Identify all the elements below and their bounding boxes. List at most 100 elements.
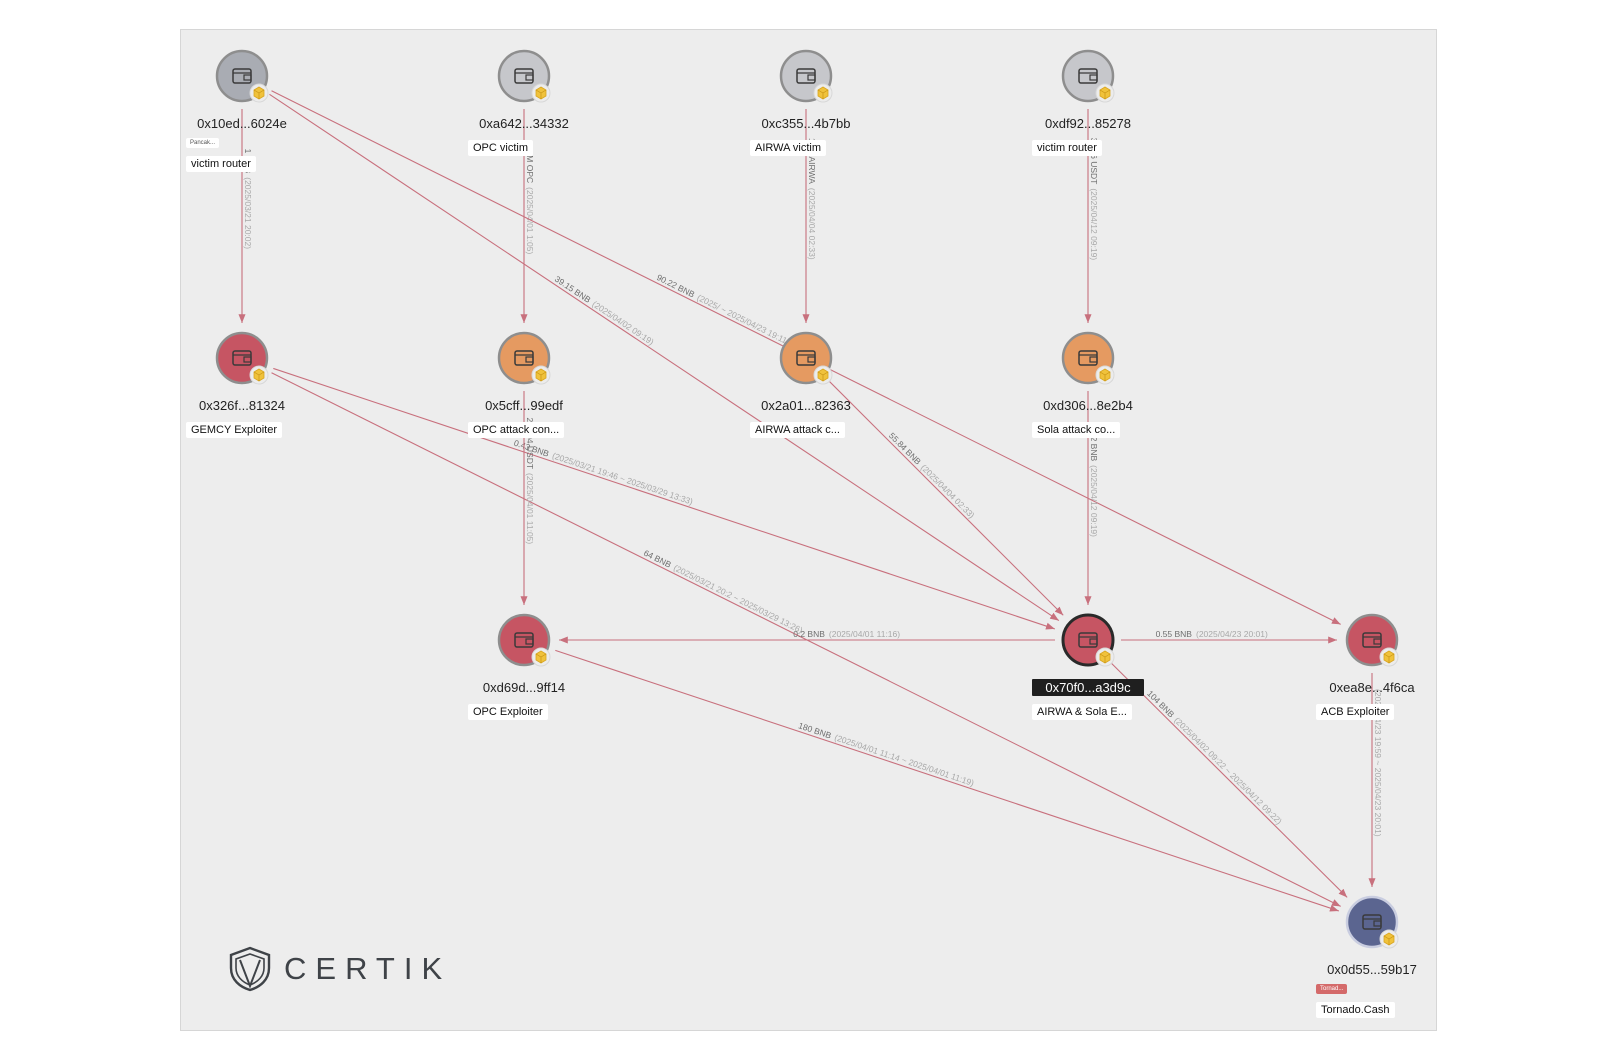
edge-n10-n12[interactable]: 104 BNB(2025/04/02 09:22 ~ 2025/04/12 09… <box>1111 662 1348 898</box>
node-n12[interactable]: 0x0d55...59b17 <box>1327 895 1417 977</box>
edge-date: (2025/04/02 09:19) <box>590 299 655 347</box>
edge-date: (2025/03/21 19:46 ~ 2025/03/29 13:33) <box>551 450 694 506</box>
edge-amount: 8.92 BNB <box>1089 425 1099 462</box>
edge-amount: 239.04 USDT <box>525 418 535 470</box>
edge-label: 0.55 BNB(2025/04/23 20:01) <box>1156 629 1268 639</box>
node-n5[interactable]: 0x326f...81324 <box>199 331 285 413</box>
node-address: 0x10ed...6024e <box>197 116 287 131</box>
edge-n7-n10[interactable]: 55.84 BNB(2025/04/04 02:33) <box>828 380 1064 616</box>
edge-amount: 1.83 AIRWA <box>807 138 817 184</box>
node-n8[interactable]: 0xd306...8e2b4 <box>1043 331 1133 413</box>
node-label: Tornado.Cash <box>1316 1002 1395 1018</box>
wallet-icon <box>1362 914 1382 930</box>
node-n6[interactable]: 0x5cff...99edf <box>485 331 563 413</box>
node-address: 0x5cff...99edf <box>485 398 563 413</box>
wallet-icon <box>1078 350 1098 366</box>
node-n9[interactable]: 0xd69d...9ff14 <box>483 613 565 695</box>
bnb-chain-icon <box>249 365 269 385</box>
edge-n10-n9[interactable]: 0.2 BNB (2025/04/01 11:16) <box>559 629 1055 644</box>
node-label: OPC attack con... <box>468 422 565 438</box>
edge-date: (2025/04/01 11:16) <box>829 629 900 639</box>
edge-date: (2025/04/01 11:14 ~ 2025/04/01 11:19) <box>833 732 975 788</box>
edge-label: 8.92 BNB (2025/04/12 09:19) <box>1089 425 1099 537</box>
node-n1[interactable]: 0x10ed...6024e <box>197 49 287 131</box>
edge-amount: 55.84 BNB <box>887 430 923 466</box>
edge-n5-n10[interactable]: 0.43 BNB(2025/03/21 19:46 ~ 2025/03/29 1… <box>273 367 1055 630</box>
edge-label: 104 BNB(2025/04/02 09:22 ~ 2025/04/12 09… <box>1145 688 1284 826</box>
bnb-chain-icon <box>813 83 833 103</box>
wallet-icon <box>1078 68 1098 84</box>
edge-label: 64 BNB(2025/03/21 20:2 ~ 2025/03/29 13:2… <box>642 548 804 636</box>
edge-n10-n11[interactable]: 0.55 BNB(2025/04/23 20:01) <box>1121 629 1337 644</box>
bnb-chain-icon <box>1379 929 1399 949</box>
edge-label: 90.22 BNB(2025/ ~ 2025/04/23 19:11) <box>655 272 791 347</box>
wallet-icon <box>514 632 534 648</box>
entity-chip: Tornad... <box>1316 984 1348 994</box>
node-address: 0xea8e...4f6ca <box>1329 680 1415 695</box>
edge-amount: 0.55 BNB <box>1156 629 1193 639</box>
edge-date: (2025/04/04 02:33) <box>807 188 817 260</box>
node-address: 0xc355...4b7bb <box>762 116 851 131</box>
node-address: 0x2a01...82363 <box>761 398 851 413</box>
node-address: 0x326f...81324 <box>199 398 285 413</box>
node-address: 0x0d55...59b17 <box>1327 962 1417 977</box>
bnb-chain-icon <box>531 647 551 667</box>
edge-n1-n5[interactable]: 1 BNB(2025/03/21 20:02) <box>238 109 253 323</box>
bnb-chain-icon <box>1095 647 1115 667</box>
node-n2[interactable]: 0xa642...34332 <box>479 49 569 131</box>
node-address: 0xd306...8e2b4 <box>1043 398 1133 413</box>
entity-chip: Pancak... <box>186 138 220 148</box>
wallet-icon <box>1362 632 1382 648</box>
node-n3[interactable]: 0xc355...4b7bb <box>762 49 851 131</box>
node-n10[interactable]: 0x70f0...a3d9c <box>1032 613 1144 696</box>
edge-date: (2025/04/02 09:22 ~ 2025/04/12 09:22) <box>1172 715 1284 826</box>
bnb-chain-icon <box>249 83 269 103</box>
node-label: Sola attack co... <box>1032 422 1121 438</box>
node-n7[interactable]: 0x2a01...82363 <box>761 331 851 413</box>
node-address: 0xd69d...9ff14 <box>483 680 565 695</box>
edge-label: 180 BNB(2025/04/01 11:14 ~ 2025/04/01 11… <box>797 720 975 788</box>
edge-date: (2025/03/21 20:2 ~ 2025/03/29 13:26) <box>672 563 805 636</box>
edge-label: 1.4M OPC (2025/04/01 1:05) <box>525 143 535 254</box>
wallet-icon <box>232 68 252 84</box>
node-n11[interactable]: 0xea8e...4f6ca <box>1329 613 1415 695</box>
node-label: GEMCY Exploiter <box>186 422 282 438</box>
node-label: OPC victim <box>468 140 533 156</box>
edge-amount: 0.2 BNB <box>793 629 825 639</box>
node-address: 0xa642...34332 <box>479 116 569 131</box>
wallet-icon <box>1078 632 1098 648</box>
edge-date: (2025/04/12 09:19) <box>1089 465 1099 537</box>
wallet-icon <box>514 68 534 84</box>
edge-n1-n10[interactable]: 39.15 BNB(2025/04/02 09:19) <box>269 93 1060 622</box>
bnb-chain-icon <box>531 365 551 385</box>
edge-date: (2025/04/12 09:19) <box>1089 188 1099 260</box>
graph-canvas[interactable] <box>180 29 1437 1031</box>
edge-date: (2025/04/23 20:01) <box>1196 629 1268 639</box>
logo-text: CERTIK <box>284 951 452 986</box>
certik-logo: CERTIK <box>228 943 451 995</box>
node-n4[interactable]: 0xdf92...85278 <box>1045 49 1131 131</box>
edge-amount: 1.4M OPC <box>525 143 535 183</box>
edge-date: (2025/03/21 20:02) <box>243 177 253 249</box>
edge-label: (2025/04/23 19:59 ~ 2025/04/23 20:01) <box>1373 689 1383 837</box>
edge-date: (2025/04/04 02:33) <box>919 462 977 520</box>
node-label: victim router <box>186 156 256 172</box>
node-address: 0x70f0...a3d9c <box>1045 680 1131 695</box>
edge-label: 0.2 BNB (2025/04/01 11:16) <box>793 629 900 639</box>
edge-date: (2025/04/01 11:05) <box>525 473 535 544</box>
edge-label: 39.15 BNB(2025/04/02 09:19) <box>553 274 656 347</box>
wallet-icon <box>796 350 816 366</box>
node-label: ACB Exploiter <box>1316 704 1395 720</box>
edge-label: 55.84 BNB(2025/04/04 02:33) <box>887 430 977 520</box>
bnb-chain-icon <box>1095 83 1115 103</box>
wallet-icon <box>796 68 816 84</box>
node-label: AIRWA attack c... <box>750 422 845 438</box>
edge-date: (2025/ ~ 2025/04/23 19:11) <box>695 292 791 347</box>
node-label: AIRWA & Sola E... <box>1032 704 1132 720</box>
edge-label: 3,236 USDT(2025/04/12 09:19) <box>1089 138 1099 261</box>
edge-date: (2025/04/01 1:05) <box>525 187 535 254</box>
edge-n9-n12[interactable]: 180 BNB(2025/04/01 11:14 ~ 2025/04/01 11… <box>555 649 1339 912</box>
certik-shield-icon <box>229 946 271 992</box>
edge-amount: 180 BNB <box>797 720 833 740</box>
